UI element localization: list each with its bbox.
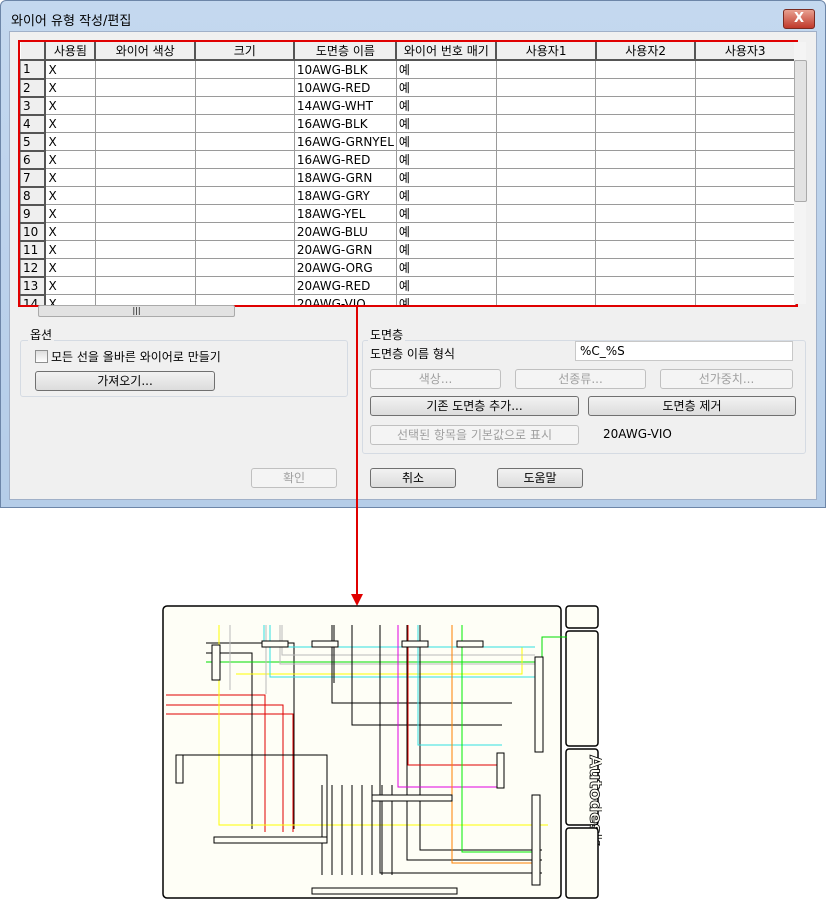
grid-cell[interactable]: 18AWG-YEL bbox=[293, 204, 397, 223]
column-header[interactable]: 사용자3 bbox=[695, 42, 796, 61]
corner-cell[interactable] bbox=[20, 42, 47, 61]
grid-cell[interactable]: 20AWG-RED bbox=[293, 276, 397, 295]
row-number[interactable]: 4 bbox=[20, 114, 47, 134]
all-wires-checkbox[interactable] bbox=[35, 350, 48, 363]
add-existing-layer-button[interactable]: 기존 도면층 추가... bbox=[370, 396, 579, 416]
column-header[interactable]: 사용자2 bbox=[595, 42, 697, 61]
autodesk-logo: Autodesk bbox=[585, 755, 602, 846]
horizontal-scrollbar[interactable]: ||| bbox=[20, 305, 792, 317]
row-number[interactable]: 11 bbox=[20, 240, 47, 260]
grid-cell[interactable]: X bbox=[44, 222, 96, 241]
close-button[interactable]: X bbox=[783, 9, 815, 29]
dialog-title: 와이어 유형 작성/편집 bbox=[11, 14, 132, 29]
row-number[interactable]: 10 bbox=[20, 222, 47, 242]
help-button[interactable]: 도움말 bbox=[497, 468, 583, 488]
row-number[interactable]: 5 bbox=[20, 132, 47, 152]
show-default-button[interactable]: 선택된 항목을 기본값으로 표시 bbox=[370, 425, 579, 445]
row-number[interactable]: 8 bbox=[20, 186, 47, 206]
grid-cell[interactable]: 18AWG-GRN bbox=[293, 168, 397, 187]
color-button[interactable]: 색상... bbox=[370, 369, 501, 389]
scroll-thumb[interactable] bbox=[794, 60, 807, 202]
grid-cell[interactable]: 20AWG-BLU bbox=[293, 222, 397, 241]
import-button[interactable]: 가져오기... bbox=[35, 371, 215, 391]
grid-cell[interactable] bbox=[194, 294, 295, 305]
row-number[interactable]: 2 bbox=[20, 78, 47, 98]
lineweight-button[interactable]: 선가중치... bbox=[660, 369, 793, 389]
grid-cell[interactable]: X bbox=[44, 294, 96, 305]
ok-button[interactable]: 확인 bbox=[251, 468, 337, 488]
row-number[interactable]: 3 bbox=[20, 96, 47, 116]
grid-cell[interactable]: 10AWG-RED bbox=[293, 78, 397, 97]
vertical-scrollbar[interactable] bbox=[794, 42, 807, 304]
column-header[interactable]: 크기 bbox=[195, 42, 296, 61]
options-group-title: 옵션 bbox=[28, 326, 55, 343]
layer-group-title: 도면층 bbox=[368, 326, 406, 343]
layer-group bbox=[362, 340, 806, 454]
grid-cell[interactable]: 16AWG-GRNYEL bbox=[293, 132, 397, 151]
selected-layer-value: 20AWG-VIO bbox=[603, 427, 672, 441]
remove-layer-button[interactable]: 도면층 제거 bbox=[588, 396, 796, 416]
row-number[interactable]: 1 bbox=[20, 59, 47, 80]
row-number[interactable]: 12 bbox=[20, 258, 47, 278]
layer-format-label: 도면층 이름 형식 bbox=[370, 347, 455, 361]
column-header[interactable]: 사용됨 bbox=[45, 42, 97, 61]
grid-cell[interactable]: X bbox=[44, 204, 96, 223]
linetype-button[interactable]: 선종류... bbox=[515, 369, 646, 389]
grid-cell[interactable]: 20AWG-ORG bbox=[293, 258, 397, 277]
row-number[interactable]: 7 bbox=[20, 168, 47, 188]
grid-cell[interactable]: 20AWG-VIO bbox=[293, 294, 397, 305]
row-number[interactable]: 9 bbox=[20, 204, 47, 224]
cancel-button[interactable]: 취소 bbox=[370, 468, 456, 488]
column-header[interactable]: 와이어 번호 매기 bbox=[396, 42, 498, 61]
layer-format-input[interactable]: %C_%S bbox=[575, 341, 793, 361]
options-group bbox=[20, 340, 348, 397]
grid-cell[interactable]: 예 bbox=[395, 294, 497, 305]
column-header[interactable]: 와이어 색상 bbox=[95, 42, 197, 61]
row-number[interactable]: 6 bbox=[20, 150, 47, 170]
column-header[interactable]: 사용자1 bbox=[496, 42, 597, 61]
all-wires-label: 모든 선을 올바른 와이어로 만들기 bbox=[51, 350, 221, 364]
row-number[interactable]: 13 bbox=[20, 276, 47, 296]
schematic-drawing-preview: Autodesk bbox=[162, 605, 602, 899]
row-number[interactable]: 14 bbox=[20, 294, 47, 305]
column-header[interactable]: 도면층 이름 bbox=[294, 42, 398, 61]
scroll-thumb[interactable]: ||| bbox=[38, 305, 235, 317]
